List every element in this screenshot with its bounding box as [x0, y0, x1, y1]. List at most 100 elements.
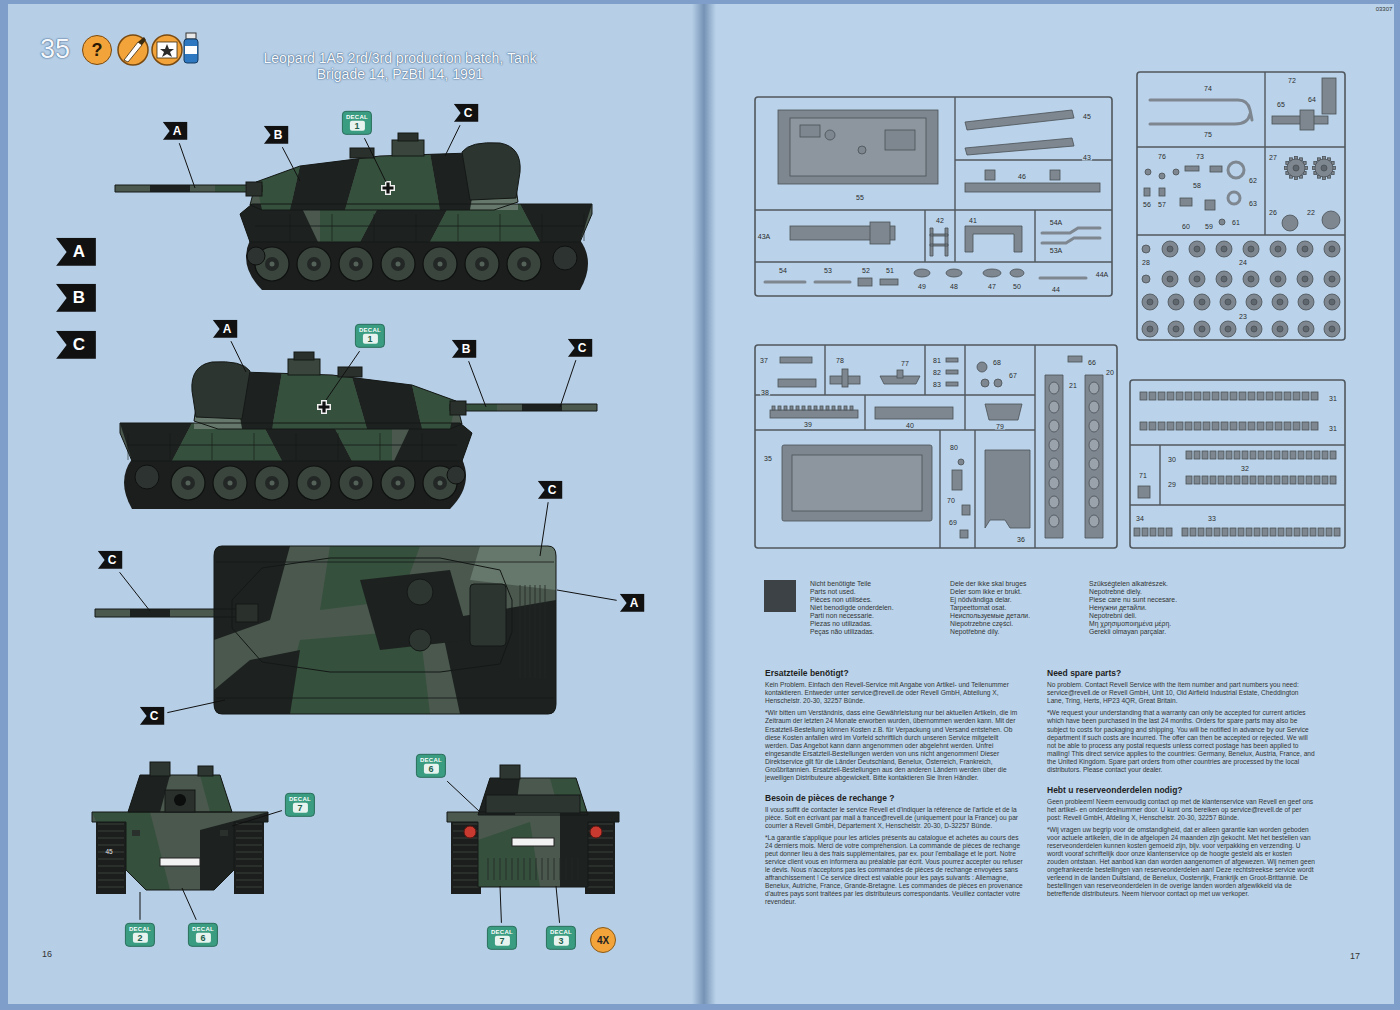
kit-part: [1230, 422, 1237, 430]
kit-part: [1203, 392, 1210, 400]
road-wheel: [349, 257, 363, 271]
callout-text: B: [274, 128, 283, 142]
kit-part: [1250, 476, 1256, 484]
kit-part: [780, 357, 812, 363]
sprue-runner: [1130, 504, 1345, 505]
tank-outline: [95, 609, 240, 617]
callout-text: A: [223, 322, 232, 336]
legend-note: Nepotrebné diely.: [1089, 588, 1142, 596]
kit-part: [885, 130, 915, 150]
kit-part: [1144, 188, 1150, 196]
gun-mantlet: [236, 604, 258, 622]
idler-wheel: [447, 466, 465, 484]
flag-shape: [140, 707, 165, 725]
kit-part: [800, 125, 820, 137]
sprue-runner: [1034, 345, 1035, 548]
kit-part: [1242, 451, 1248, 459]
part-number: 67: [1008, 372, 1018, 379]
kit-part: [1321, 165, 1327, 171]
tank-rear-view: [447, 765, 619, 894]
kit-part: [1142, 321, 1158, 337]
part-number: 68: [992, 359, 1002, 366]
kit-part: [870, 222, 890, 244]
part-number: 59: [1204, 223, 1214, 230]
exhaust-grille: [578, 858, 579, 880]
kit-part: [1282, 476, 1288, 484]
decal-callout: DECAL6: [188, 923, 218, 947]
kit-part: [1134, 528, 1140, 536]
kit-part: [965, 110, 1074, 130]
kit-part: [1040, 277, 1086, 280]
road-wheel: [381, 466, 415, 500]
leader-line: [445, 125, 460, 156]
skirt-line: [458, 214, 459, 241]
camo-base: [115, 185, 262, 192]
kit-part: [1210, 451, 1216, 459]
flag-shape: [454, 104, 479, 122]
kit-part: [1277, 326, 1283, 332]
section-heading: Besoin de pièces de rechange ?: [765, 793, 1023, 803]
callout-text: DECAL: [192, 926, 214, 932]
callout-text: DECAL: [420, 757, 442, 763]
kit-part: [1190, 528, 1196, 536]
decal-icon: [157, 42, 177, 58]
kit-part: [1302, 276, 1308, 282]
sight-housing: [338, 367, 362, 377]
kit-part: [1198, 528, 1204, 536]
paragraph: Geen probleem! Neem eenvoudig contact op…: [1047, 798, 1315, 822]
commander-cupola: [500, 765, 520, 779]
kit-part: [1042, 238, 1100, 243]
decal-callout: DECAL7: [285, 793, 315, 817]
track-tread: [453, 859, 479, 860]
legend-note: Ненужни детайли.: [1089, 604, 1147, 612]
engine-grille: [520, 585, 521, 678]
kit-part: [1303, 299, 1309, 305]
callout-text: A: [73, 242, 85, 262]
part-number: 31: [1328, 395, 1338, 402]
road-wheel: [307, 476, 321, 490]
step-icons: [118, 33, 198, 65]
color-callout: A: [213, 320, 238, 338]
road-wheel: [381, 247, 415, 281]
kit-part: [1266, 392, 1273, 400]
kit-part: [960, 530, 968, 538]
part-number: 35: [763, 455, 773, 462]
kit-part: [1142, 245, 1150, 253]
track-tread: [587, 873, 613, 874]
kit-part: [1225, 299, 1231, 305]
track: [585, 818, 615, 894]
kit-part: [1149, 392, 1156, 400]
kit-part: [1314, 476, 1320, 484]
kit-part: [1194, 276, 1200, 282]
kit-part: [842, 369, 848, 387]
kit-part: [1147, 299, 1153, 305]
kit-part: [1257, 392, 1264, 400]
camo-base: [447, 812, 619, 887]
kit-part: [1258, 451, 1264, 459]
skirt-line: [212, 433, 213, 460]
kit-part: [1298, 451, 1304, 459]
callout-text: A: [173, 124, 182, 138]
kit-part: [1210, 476, 1216, 484]
kit-part: [1045, 375, 1063, 538]
periscope: [398, 133, 418, 141]
camo-patch: [214, 546, 290, 640]
help-icon: ?: [82, 35, 112, 65]
kit-part: [1162, 271, 1178, 287]
kit-part: [1326, 528, 1332, 536]
part-number: 41: [968, 217, 978, 224]
track-tread: [587, 887, 613, 888]
kit-part: [1049, 439, 1059, 451]
color-callout: C: [98, 551, 123, 569]
skirt-line: [332, 214, 333, 241]
color-callout: C: [140, 707, 165, 725]
part-number: 77: [900, 360, 910, 367]
camo-patch: [214, 650, 300, 714]
sprue-frame: [755, 345, 1117, 548]
road-wheel: [297, 466, 331, 500]
kit-part: [1275, 422, 1282, 430]
kit-part: [1270, 241, 1286, 257]
kit-part: [1212, 392, 1219, 400]
track: [234, 818, 264, 894]
kit-part: [1322, 78, 1336, 114]
